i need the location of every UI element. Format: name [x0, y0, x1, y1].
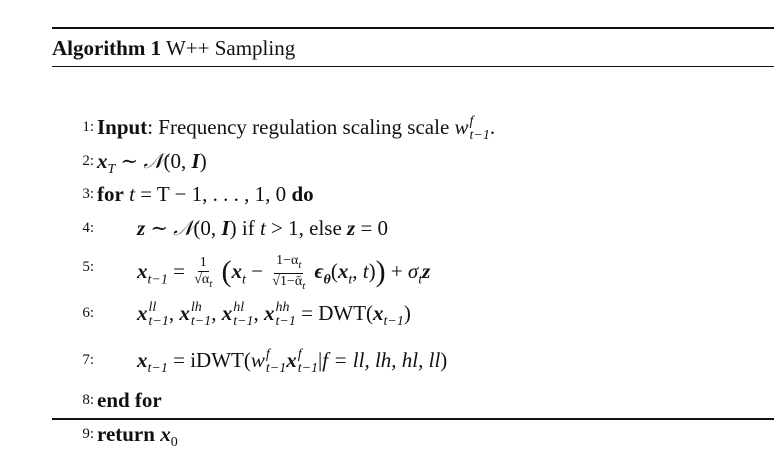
line-number: 5:: [82, 259, 94, 275]
algorithm-title: W++ Sampling: [165, 36, 296, 60]
scale-symbol: w: [454, 115, 469, 139]
line-number: 6:: [82, 305, 94, 321]
keyword-return: return: [97, 422, 155, 446]
loop-range: = T − 1, . . . , 1, 0: [134, 182, 292, 206]
algorithm-label: Algorithm 1: [52, 36, 162, 60]
input-description: : Frequency regulation scaling scale: [147, 115, 455, 139]
init-equation: xT ∼ 𝒩(0, I): [97, 149, 207, 178]
line-number: 2:: [82, 153, 94, 169]
top-rule: [52, 27, 774, 29]
denoise-equation: xt−1 = 1√αt (xt − 1−αt√1−ᾱt ϵθ(xt, t)) +…: [137, 253, 431, 292]
line-number: 7:: [82, 352, 94, 368]
bottom-rule: [52, 418, 774, 420]
line-number: 9:: [82, 426, 94, 442]
keyword-end-for: end for: [97, 388, 162, 412]
line-number: 8:: [82, 392, 94, 408]
line-number: 3:: [82, 186, 94, 202]
dwt-operator: DWT: [318, 301, 367, 325]
idwt-operator: iDWT: [190, 348, 244, 372]
frequency-condition: f = ll, lh, hl, ll: [322, 348, 441, 372]
caption-rule: [52, 66, 774, 67]
algorithm-block: Algorithm 1 W++ Sampling 1: Input: Frequ…: [52, 27, 774, 450]
keyword-input: Input: [97, 115, 148, 139]
algorithm-caption: Algorithm 1 W++ Sampling: [52, 29, 774, 66]
line-number: 1:: [82, 119, 94, 135]
keyword-do: do: [291, 182, 314, 206]
noise-equation: z ∼ 𝒩(0, I) if t > 1, else z = 0: [137, 216, 389, 240]
line-number: 4:: [82, 220, 94, 236]
keyword-for: for: [97, 182, 124, 206]
